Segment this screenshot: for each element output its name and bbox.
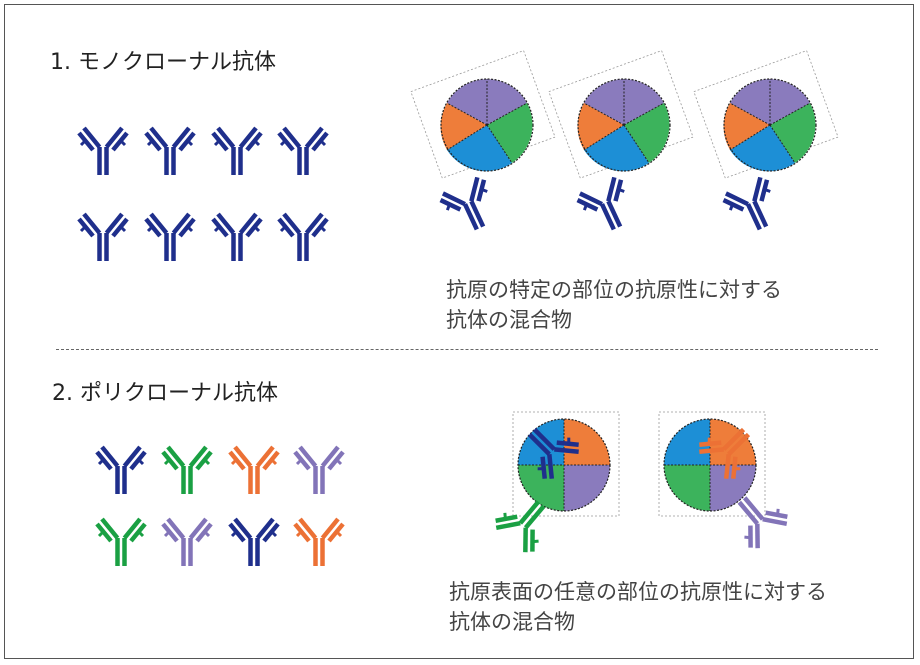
antibody-icon	[230, 519, 278, 566]
monoclonal-antigen-1	[411, 51, 555, 239]
antibody-icon	[230, 447, 278, 494]
antibody-icon	[97, 447, 145, 494]
antibody-icon	[146, 128, 194, 175]
antibody-icon	[279, 214, 327, 261]
antibody-icon	[79, 214, 127, 261]
antigen-icon	[578, 79, 670, 171]
antibody-icon	[163, 519, 211, 566]
antibody-icon	[295, 519, 343, 566]
antibody-icon	[213, 214, 261, 261]
monoclonal-antibody-grid	[79, 128, 327, 261]
monoclonal-antigen-3	[694, 51, 838, 239]
polyclonal-antigen-2	[659, 412, 791, 551]
antibody-icon	[721, 175, 784, 238]
antibody-icon	[438, 175, 501, 238]
polyclonal-antibody-grid	[97, 447, 343, 566]
antigen-icon	[441, 79, 533, 171]
antibody-icon	[295, 447, 343, 494]
polyclonal-antigen-1	[492, 412, 619, 555]
antibody-icon	[163, 447, 211, 494]
antigen-icon	[724, 79, 816, 171]
antibody-icon	[213, 128, 261, 175]
antibody-icon	[79, 128, 127, 175]
antibody-icon	[146, 214, 194, 261]
monoclonal-antigen-2	[549, 51, 693, 239]
antibody-icon	[279, 128, 327, 175]
antibody-icon	[575, 175, 638, 238]
antibody-icon	[97, 519, 145, 566]
